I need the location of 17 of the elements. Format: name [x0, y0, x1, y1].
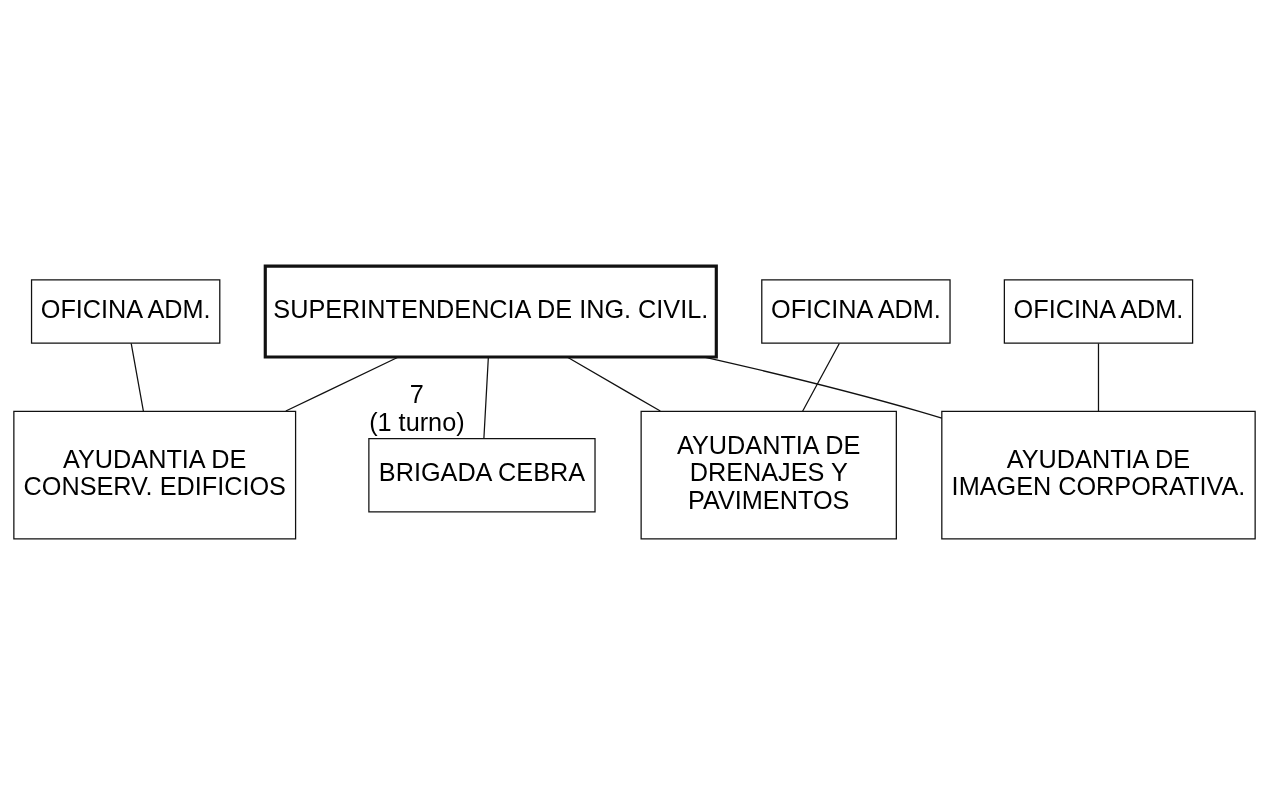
node-box: SUPERINTENDENCIA DE ING. CIVIL. [263, 264, 718, 359]
node-box: OFICINA ADM. [30, 279, 221, 344]
node-box: AYUDANTIA DE DRENAJES Y PAVIMENTOS [640, 410, 897, 540]
connector [285, 356, 400, 412]
node-box: AYUDANTIA DE IMAGEN CORPORATIVA. [941, 410, 1256, 540]
node-box: BRIGADA CEBRA [368, 437, 596, 513]
node-box: OFICINA ADM. [1003, 279, 1194, 344]
node-label: 7 [409, 380, 424, 409]
connector [802, 342, 840, 412]
connector [130, 342, 145, 412]
connector [483, 356, 489, 439]
connector [566, 356, 661, 412]
connector [1097, 342, 1100, 412]
node-label: (1 turno) [369, 407, 465, 436]
node-box: AYUDANTIA DE CONSERV. EDIFICIOS [13, 410, 297, 540]
node-box: OFICINA ADM. [761, 279, 951, 344]
connector [703, 356, 943, 419]
